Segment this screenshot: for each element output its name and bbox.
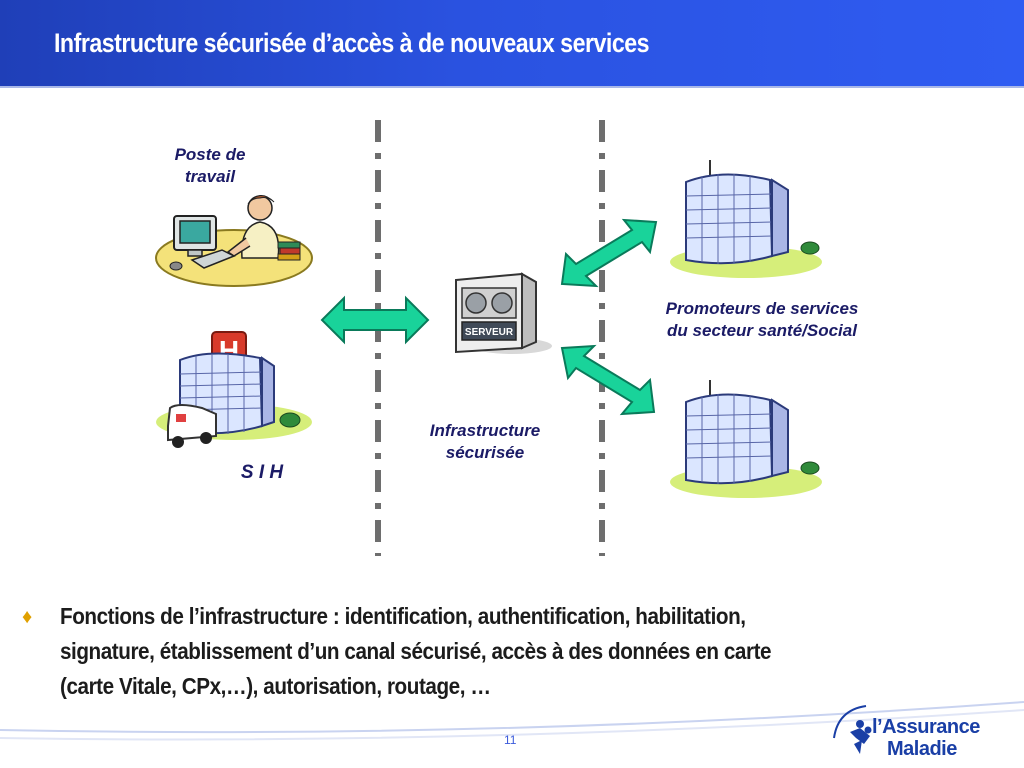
promoteurs-label-line2: du secteur santé/Social <box>667 321 857 340</box>
double-arrow-upper-right <box>560 218 658 288</box>
double-arrow-left <box>320 295 430 345</box>
page-number: 11 <box>504 733 517 747</box>
bullet-text: Fonctions de l’infrastructure : identifi… <box>60 599 896 704</box>
assurance-maladie-logo-icon <box>833 705 872 754</box>
infrastructure-label-line2: sécurisée <box>445 443 525 462</box>
infrastructure-label-line1: Infrastructure <box>429 421 541 440</box>
promoteurs-label-line1: Promoteurs de services <box>665 299 859 318</box>
slide-title: Infrastructure sécurisée d’accès à de no… <box>54 28 650 58</box>
promoteurs-label: Promoteurs de services du secteur santé/… <box>628 298 896 342</box>
infrastructure-label: Infrastructure sécurisée <box>400 420 570 464</box>
sih-label: S I H <box>240 462 284 483</box>
workstation-icon <box>155 195 313 287</box>
logo-text-line2: Maladie <box>887 738 957 760</box>
workstation-label: Poste de travail <box>150 144 270 188</box>
logo-text-line1: l’Assurance <box>872 716 980 738</box>
double-arrow-lower-right <box>560 344 656 416</box>
footer-swoosh <box>0 701 1024 741</box>
right-dashed-separator <box>599 120 605 556</box>
title-bar-underline <box>0 86 1024 88</box>
server-icon: SERVEUR <box>455 272 552 354</box>
building-lower-icon <box>670 380 822 498</box>
workstation-label-line1: Poste de <box>174 145 246 164</box>
bullet-line-1: Fonctions de l’infrastructure : identifi… <box>60 603 746 629</box>
workstation-label-line2: travail <box>184 167 236 186</box>
title-bar <box>0 0 1024 86</box>
bullet-line-2: signature, établissement d’un canal sécu… <box>60 638 772 664</box>
bullet-line-3: (carte Vitale, CPx,…), autorisation, rou… <box>60 673 491 699</box>
hospital-icon: H <box>156 331 312 448</box>
server-caption: SERVEUR <box>465 327 514 338</box>
building-upper-icon <box>670 160 822 278</box>
left-dashed-separator <box>375 120 381 556</box>
bullet-diamond: ♦ <box>22 606 33 628</box>
